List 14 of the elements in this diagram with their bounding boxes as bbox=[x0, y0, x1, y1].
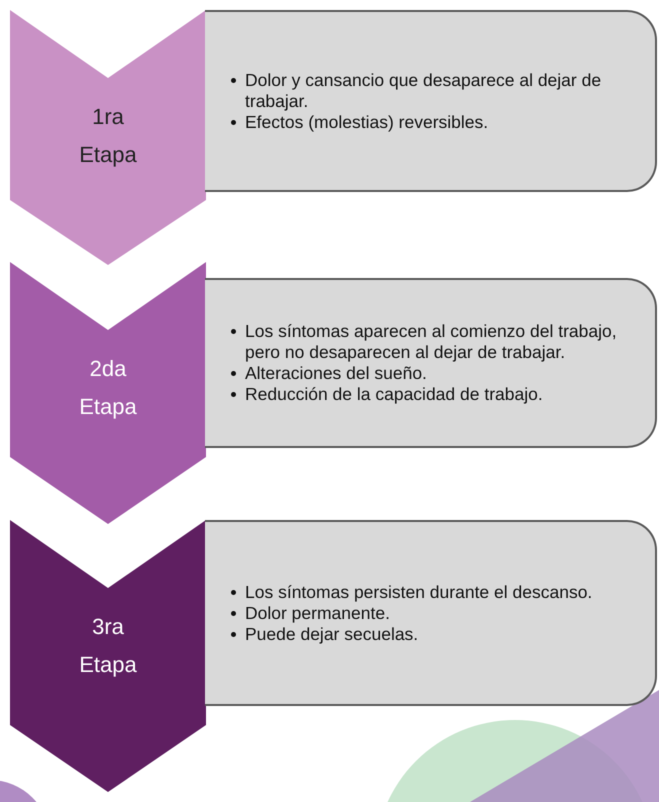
bullet-text: Reducción de la capacidad de trabajo. bbox=[245, 384, 543, 404]
stage-label: 3ra Etapa bbox=[78, 613, 138, 679]
stage-label: 2da Etapa bbox=[78, 355, 138, 421]
description-box bbox=[205, 520, 657, 706]
description-box bbox=[205, 10, 657, 192]
bullet-text: Los síntomas persisten durante el descanso. bbox=[245, 582, 592, 602]
bullet-text: Dolor permanente. bbox=[245, 602, 390, 622]
bullet-text: Alteraciones del sueño. bbox=[245, 363, 427, 383]
bullet-text: Puede dejar secuelas. bbox=[245, 624, 418, 644]
description-box bbox=[205, 278, 657, 448]
bullet-text: Los síntomas aparecen al comienzo del trabajo, pero no desaparecen al dejar de trabajar. bbox=[245, 321, 617, 362]
stage-label: 1ra Etapa bbox=[78, 103, 138, 169]
bullet-text: Efectos (molestias) reversibles. bbox=[245, 112, 488, 132]
bullet-text: Dolor y cansancio que desaparece al dejar de trabajar. bbox=[245, 70, 602, 110]
